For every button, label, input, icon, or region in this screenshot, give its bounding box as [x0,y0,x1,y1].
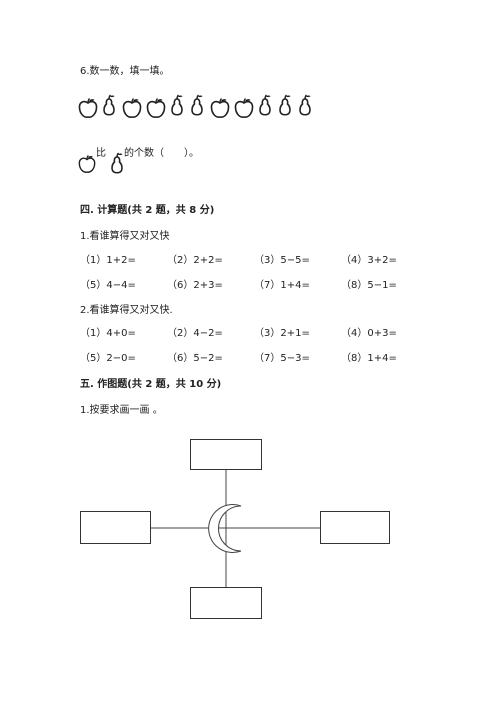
compare-apple-icon [78,154,96,174]
compare-pear-icon [110,152,124,174]
compare-tail-text: 的个数（ ）。 [124,148,199,159]
problem: （4）0+3= [341,328,397,339]
problem: （7）1+4= [254,280,310,291]
fruit-row [78,93,348,121]
left-box[interactable] [80,511,151,544]
pear-icon [102,93,116,117]
problem: （2）2+2= [167,255,223,266]
pear-icon [190,93,204,117]
section4-q1-title: 1.看谁算得又对又快 [80,231,170,242]
q2-row-2: （5）2−0= （6）5−2= （7）5−3= （8）1+4= [80,349,420,364]
problem: （3）5−5= [254,255,310,266]
section4-q2-title: 2.看谁算得又对又快. [80,305,173,316]
apple-icon [234,97,254,119]
problem: （8）1+4= [341,353,397,364]
problem: （4）3+2= [341,255,397,266]
section4-heading: 四. 计算题(共 2 题，共 8 分) [80,205,215,216]
problem: （5）4−4= [80,280,136,291]
apple-icon [210,97,230,119]
apple-icon [122,97,142,119]
q1-row-2: （5）4−4= （6）2+3= （7）1+4= （8）5−1= [80,276,420,291]
problem: （6）2+3= [167,280,223,291]
section5-q1-title: 1.按要求画一画 。 [80,405,163,416]
bottom-box[interactable] [190,587,262,619]
q2-row-1: （1）4+0= （2）4−2= （3）2+1= （4）0+3= [80,324,420,339]
right-box[interactable] [320,511,390,544]
problem: （6）5−2= [167,353,223,364]
apple-icon [146,97,166,119]
q1-row-1: （1）1+2= （2）2+2= （3）5−5= （4）3+2= [80,251,420,266]
problem: （3）2+1= [254,328,310,339]
problem: （7）5−3= [254,353,310,364]
problem: （5）2−0= [80,353,136,364]
pear-icon [278,93,292,117]
problem: （8）5−1= [341,280,397,291]
pear-icon [298,93,312,117]
pear-icon [170,93,184,117]
moon-icon [208,504,242,553]
problem: （1）4+0= [80,328,136,339]
section5-heading: 五. 作图题(共 2 题，共 10 分) [80,379,222,390]
problem: （1）1+2= [80,255,136,266]
apple-icon [78,97,98,119]
top-box[interactable] [190,439,262,470]
compare-bi-text: 比 [96,148,106,159]
q6-title: 6.数一数，填一填。 [80,66,170,77]
problem: （2）4−2= [167,328,223,339]
pear-icon [258,93,272,117]
